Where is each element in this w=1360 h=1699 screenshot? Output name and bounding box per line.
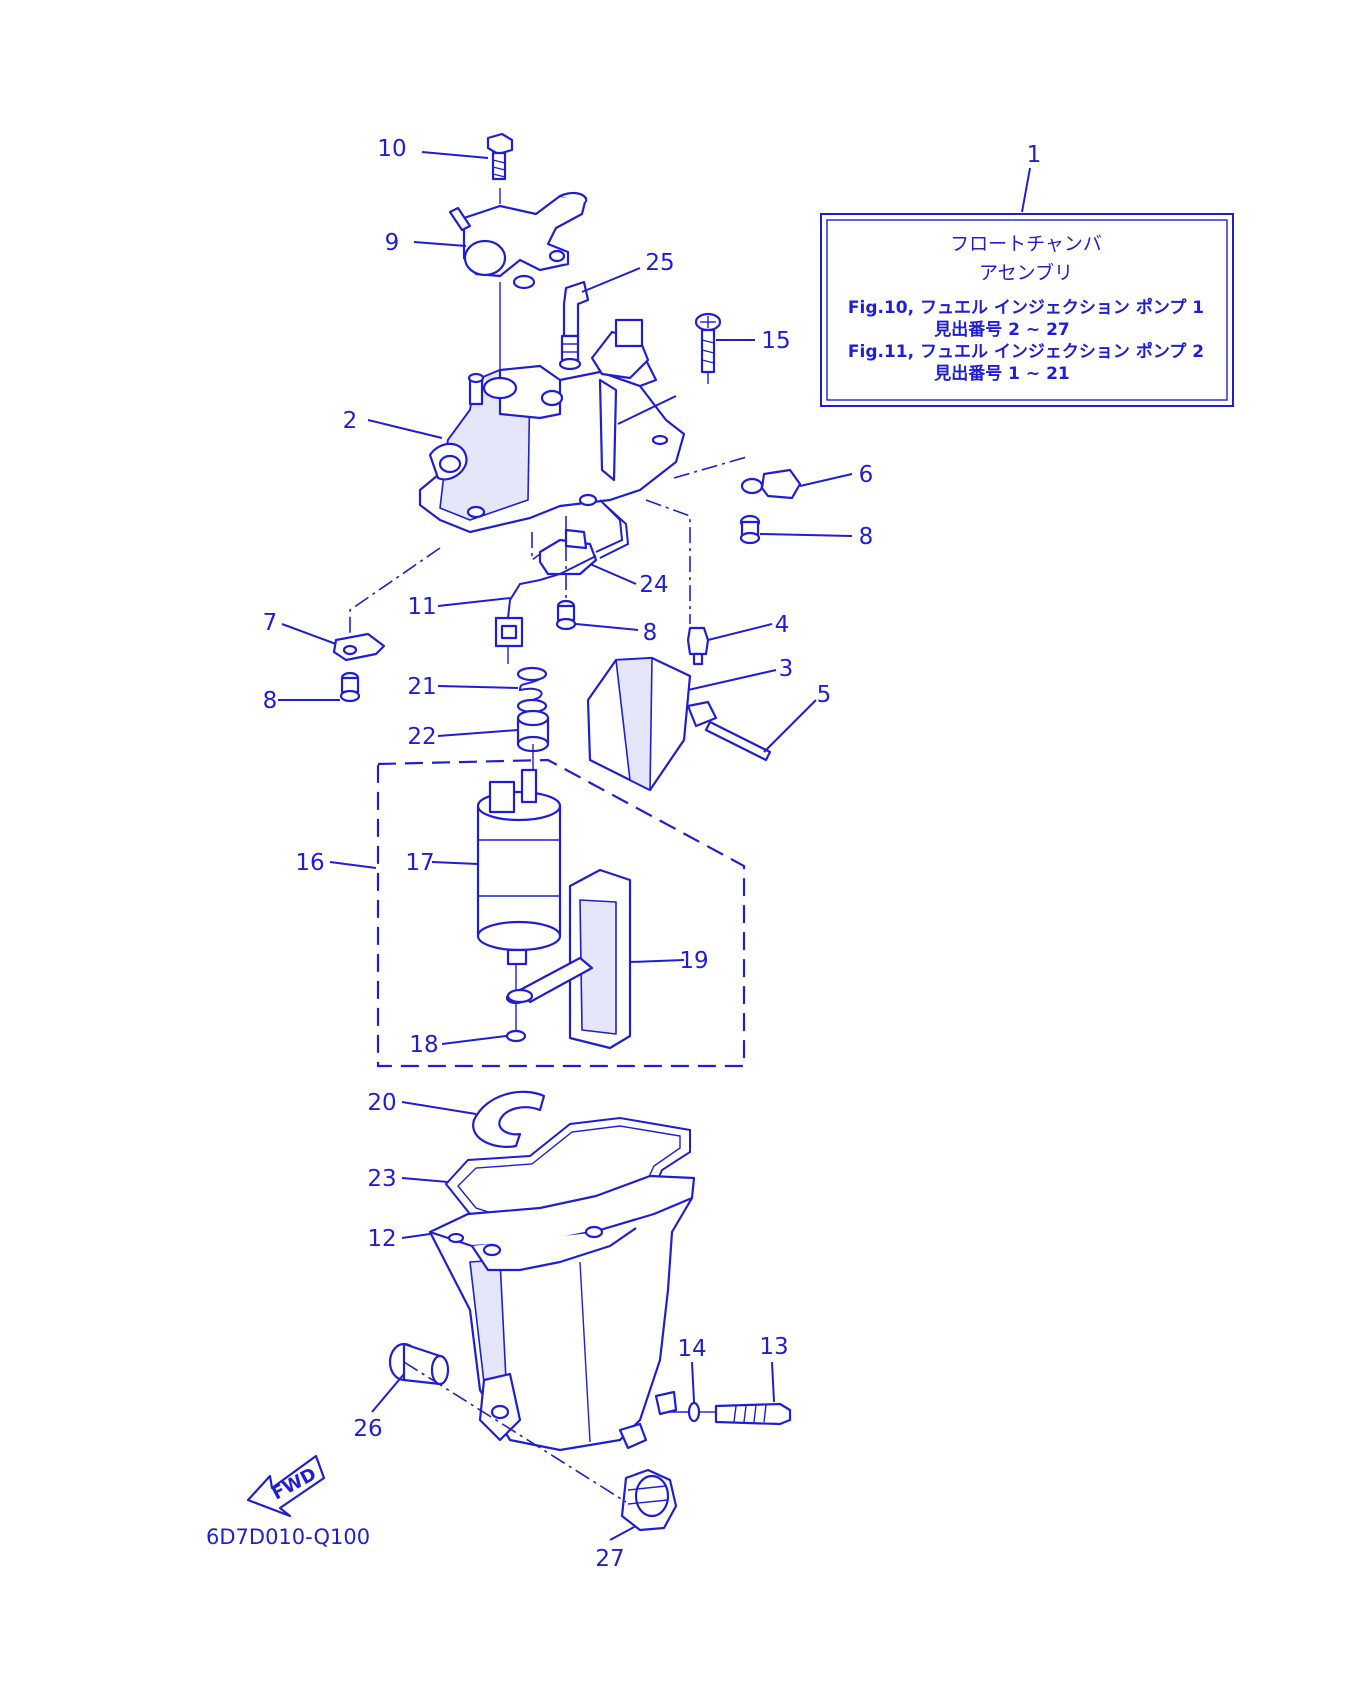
part-2-chamber-cover [418, 318, 686, 534]
callout-11: 11 [407, 594, 436, 620]
note-title-line1: フロートチャンバ [950, 233, 1102, 255]
callout-7: 7 [263, 610, 278, 636]
part-25-sensor [558, 280, 590, 371]
callout-17: 17 [405, 850, 434, 876]
note-line3: Fig.11, フュエル インジェクション ポンプ 2 [848, 341, 1204, 362]
part-26-plug [388, 1342, 450, 1386]
part-21-spring [516, 666, 548, 714]
callout-8-left: 8 [263, 688, 278, 714]
part-8-screw-center [555, 599, 577, 631]
note-line4: 見出番号 1 ~ 21 [933, 363, 1070, 384]
callout-25: 25 [645, 250, 674, 276]
part-17-fuel-pump [476, 768, 562, 966]
callout-5: 5 [817, 682, 832, 708]
part-24-clamp [538, 528, 598, 576]
leader-lines [278, 151, 1031, 1541]
callout-13: 13 [759, 1334, 788, 1360]
callout-18: 18 [409, 1032, 438, 1058]
fwd-arrow-icon: FWD [246, 1454, 326, 1518]
callout-26: 26 [353, 1416, 382, 1442]
callout-1: 1 [1027, 142, 1042, 168]
part-12-float-chamber [428, 1174, 696, 1452]
part-15-screw [694, 312, 722, 374]
callout-10: 10 [377, 136, 406, 162]
part-4-jet [686, 626, 710, 666]
callout-2: 2 [343, 408, 358, 434]
callout-6: 6 [859, 462, 874, 488]
callout-12: 12 [367, 1226, 396, 1252]
part-8-screw-right [739, 514, 761, 545]
part-10-bolt [486, 132, 514, 181]
part-6-grommet [740, 468, 802, 500]
callout-20: 20 [367, 1090, 396, 1116]
callout-22: 22 [407, 724, 436, 750]
assembly-lines [349, 188, 751, 1503]
callout-3: 3 [779, 656, 794, 682]
callout-4: 4 [775, 612, 790, 638]
callout-9: 9 [385, 230, 400, 256]
callout-8-center: 8 [643, 620, 658, 646]
part-5-pin [704, 720, 772, 762]
callout-14: 14 [677, 1336, 706, 1362]
part-22-bushing [516, 709, 550, 753]
part-14-o-ring [687, 1401, 701, 1423]
callout-8-right: 8 [859, 524, 874, 550]
part-11-harness [494, 499, 630, 648]
callout-16: 16 [295, 850, 324, 876]
note-line2: 見出番号 2 ~ 27 [933, 319, 1070, 340]
callout-19: 19 [679, 948, 708, 974]
callout-15: 15 [761, 328, 790, 354]
note-line1: Fig.10, フュエル インジェクション ポンプ 1 [848, 297, 1204, 318]
part-3-float [586, 656, 718, 792]
callout-numbers: 1 10 9 25 15 2 6 8 24 11 8 7 4 3 8 21 5 … [263, 136, 1042, 1572]
part-13-screw [714, 1402, 792, 1426]
callout-23: 23 [367, 1166, 396, 1192]
callout-24: 24 [639, 572, 668, 598]
callout-21: 21 [407, 674, 436, 700]
part-27-plug [620, 1468, 678, 1532]
part-8-screw-left [339, 671, 361, 703]
part-7-plate [332, 632, 386, 662]
group-16-outline [376, 758, 746, 1068]
diagram-reference-code: 6D7D010-Q100 [206, 1525, 370, 1549]
note-title-line2: アセンブリ [979, 261, 1073, 284]
assembly-note-box: フロートチャンバ アセンブリ Fig.10, フュエル インジェクション ポンプ… [820, 213, 1234, 407]
part-20-baffle [472, 1090, 546, 1148]
part-9-regulator [448, 192, 588, 290]
callout-27: 27 [595, 1546, 624, 1572]
part-19-filter [506, 868, 632, 1050]
